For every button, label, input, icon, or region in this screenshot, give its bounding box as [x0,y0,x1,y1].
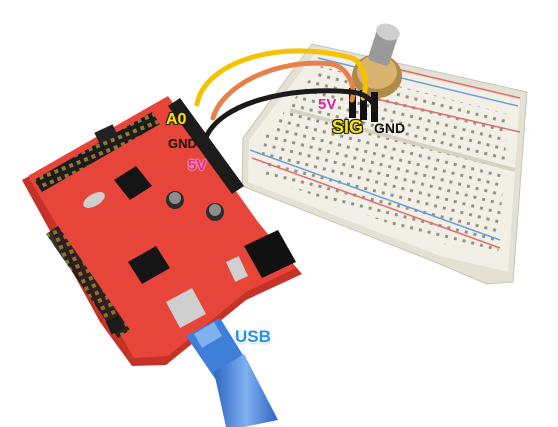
pin-label-gnd-pot: GND [374,120,406,136]
pin-label-5v-board: 5V [188,157,207,174]
red-rail-bottom [251,157,501,249]
pin-label-a0: A0 [166,111,187,128]
reset-button [105,315,125,335]
pin-label-gnd-board: GND [168,136,197,151]
wire-black [202,88,377,143]
breadboard [241,43,528,285]
pin-label-5v-pot: 5V [318,96,337,113]
blue-rail-bottom [249,149,501,241]
usb-cable [186,318,278,427]
arduino-board [22,96,302,366]
jumper-wires [194,48,377,143]
wire-yellow [194,48,368,107]
dc-power-jack [244,230,296,278]
wire-orange [210,60,356,121]
red-rail-mid [371,97,521,133]
microcontroller-chip [114,166,152,200]
pin-label-sig: SIG [332,117,364,137]
usb-port [166,288,206,328]
blue-rail-top [317,57,519,107]
usb-label: USB [235,327,271,346]
